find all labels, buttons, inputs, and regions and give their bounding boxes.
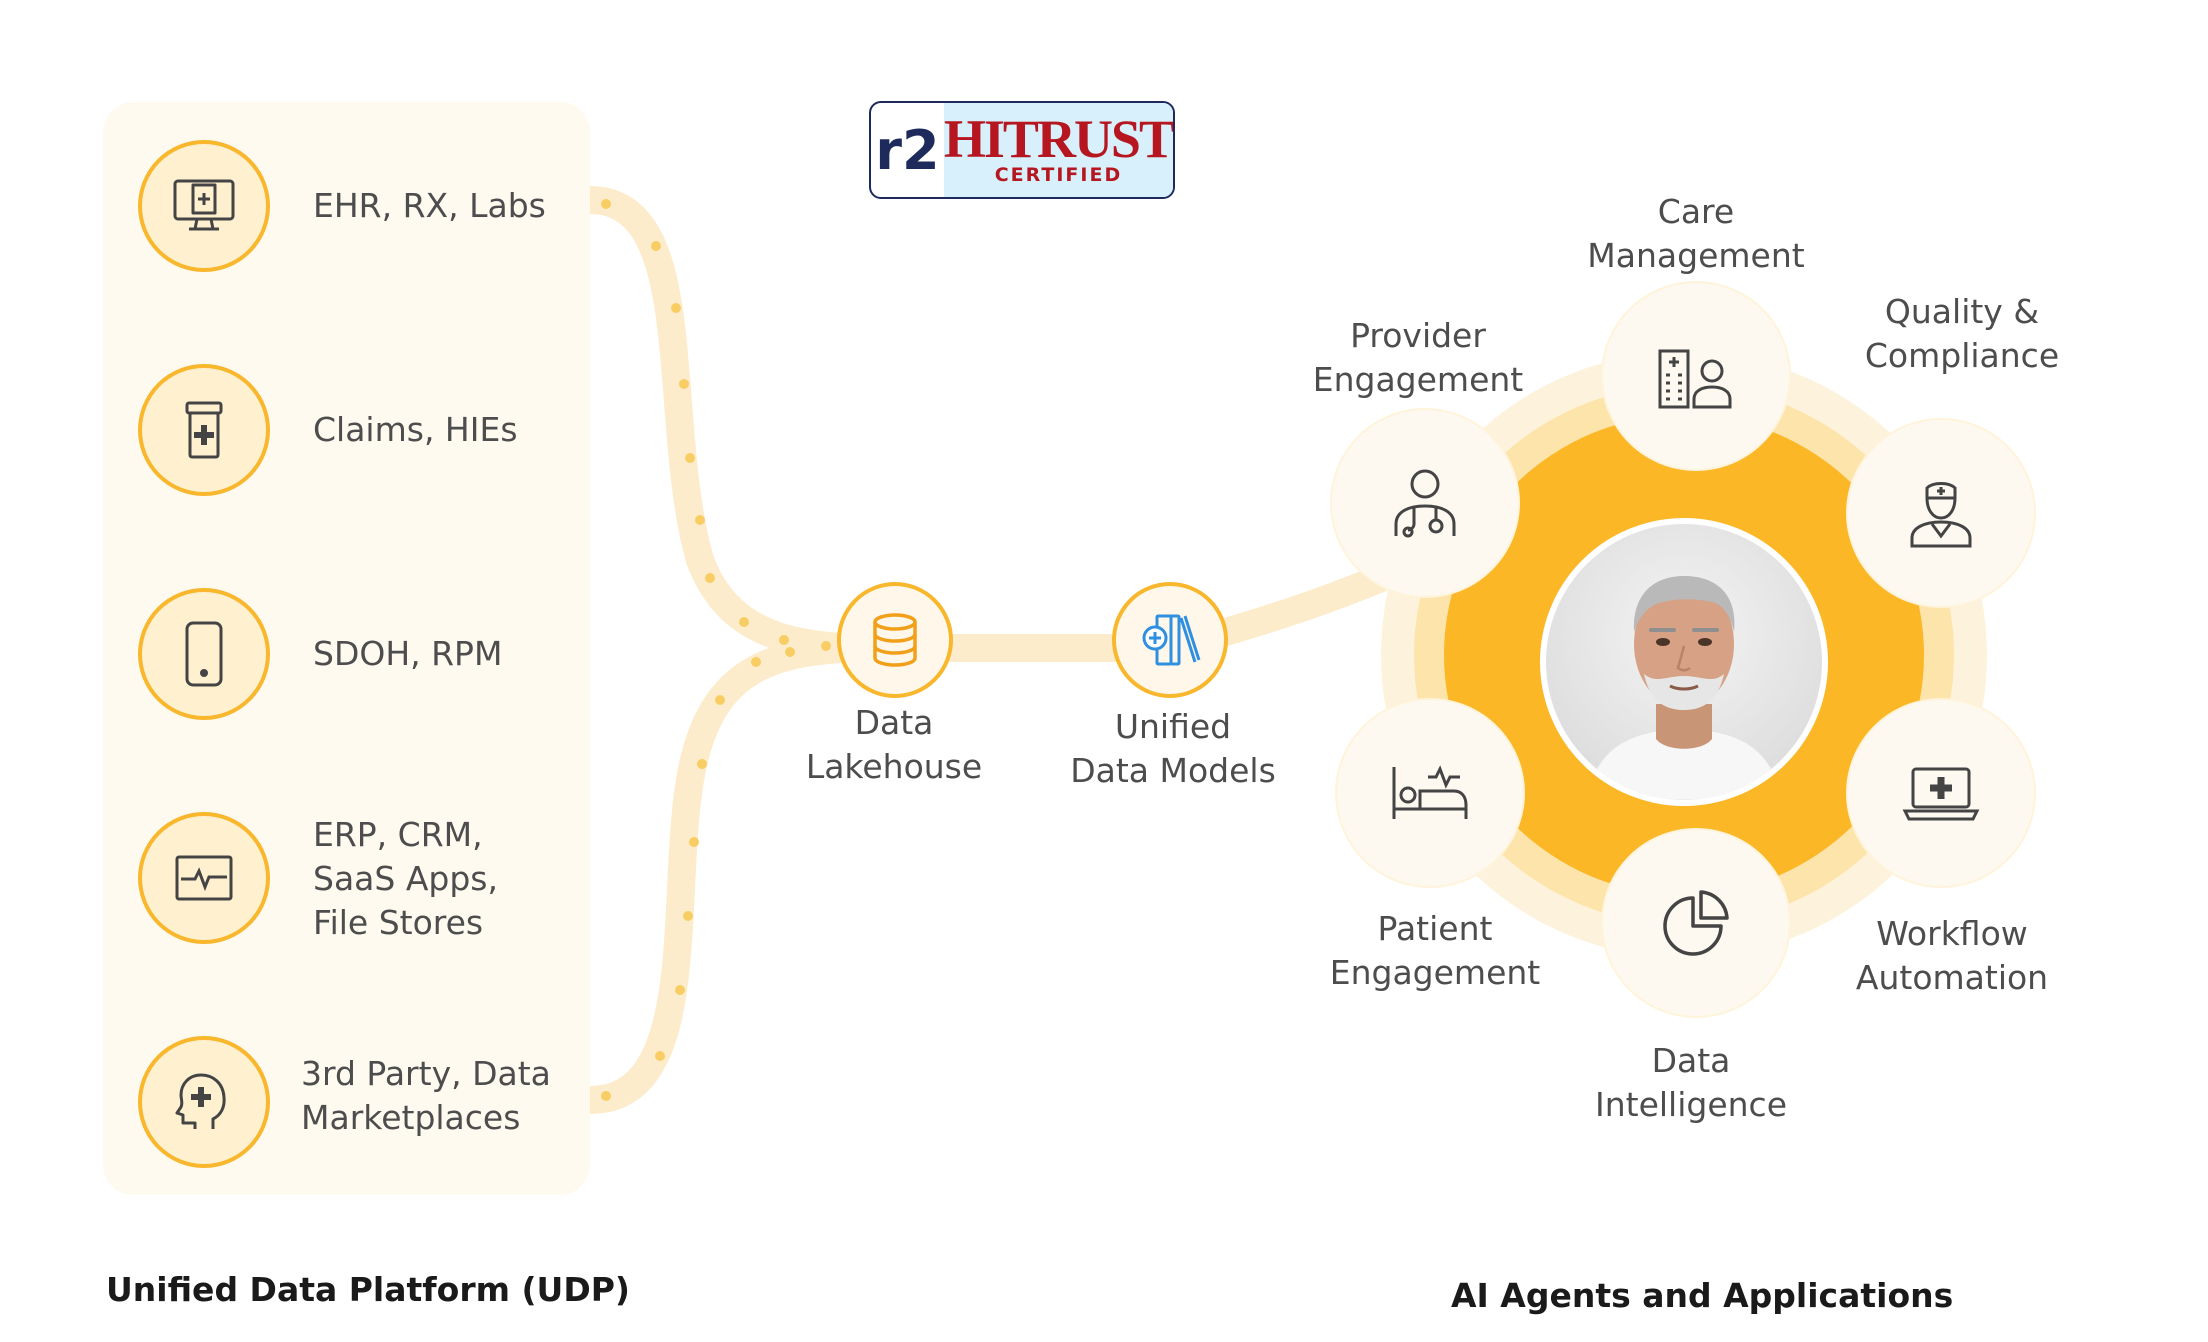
hitrust-badge: r2 HITRUST CERTIFIED	[869, 101, 1175, 199]
pipeline-circle-data-models[interactable]	[1112, 582, 1228, 698]
hospital-person-icon	[1658, 349, 1732, 409]
source-circle-erp[interactable]	[138, 812, 270, 944]
agent-circle-patient[interactable]	[1337, 700, 1523, 886]
badge-sub: CERTIFIED	[994, 164, 1123, 186]
agent-label-patient: Patient Engagement	[1329, 909, 1541, 992]
pipeline-label-lakehouse: Data Lakehouse	[805, 703, 983, 786]
source-circle-claims[interactable]	[138, 364, 270, 496]
monitor-medical-icon	[173, 179, 235, 231]
source-circle-ehr[interactable]	[138, 140, 270, 272]
head-plus-icon	[175, 1073, 226, 1129]
hospital-bed-icon	[1392, 765, 1468, 819]
connector-dots	[601, 199, 831, 1101]
source-circle-sdoh[interactable]	[138, 588, 270, 720]
agents-footer-label: AI Agents and Applications	[1451, 1276, 1954, 1315]
database-icon	[873, 613, 917, 667]
agent-label-care-management: Care Management	[1587, 192, 1805, 275]
agent-label-workflow: Workflow Automation	[1855, 914, 2049, 997]
laptop-medical-icon	[1902, 767, 1980, 821]
pipeline-circle-lakehouse[interactable]	[837, 582, 953, 698]
data-models-icon	[1142, 614, 1201, 666]
badge-name-box: HITRUST CERTIFIED	[943, 103, 1173, 197]
source-label-ehr: EHR, RX, Labs	[313, 186, 546, 225]
pill-bottle-icon	[185, 401, 223, 459]
pie-chart-icon	[1663, 890, 1729, 956]
agent-circle-quality[interactable]	[1848, 420, 2034, 606]
agent-label-data-intelligence: Data Intelligence	[1594, 1041, 1787, 1124]
patient-portrait	[1540, 518, 1828, 806]
connector-top	[576, 186, 899, 662]
pipeline-label-data-models: Unified Data Models	[1070, 707, 1276, 790]
agent-label-provider: Provider Engagement	[1312, 316, 1524, 399]
source-label-erp: ERP, CRM, SaaS Apps, File Stores	[313, 815, 498, 942]
source-label-third-party: 3rd Party, Data Marketplaces	[301, 1054, 551, 1137]
badge-prefix-box: r2	[871, 103, 944, 197]
agent-circle-workflow[interactable]	[1848, 700, 2034, 886]
source-circle-third-party[interactable]	[138, 1036, 270, 1168]
doctor-icon	[1394, 469, 1456, 538]
agent-circle-data-intelligence[interactable]	[1603, 830, 1789, 1016]
source-label-sdoh: SDOH, RPM	[313, 634, 503, 673]
udp-footer-label: Unified Data Platform (UDP)	[106, 1270, 631, 1309]
heartbeat-monitor-icon	[175, 855, 233, 901]
patient-portrait-illustration	[1546, 524, 1822, 800]
source-label-claims: Claims, HIEs	[313, 410, 518, 449]
badge-name: HITRUST	[943, 109, 1173, 169]
agent-label-quality: Quality & Compliance	[1864, 292, 2060, 375]
agent-circle-care-management[interactable]	[1603, 283, 1789, 469]
agent-circle-provider[interactable]	[1332, 410, 1518, 596]
badge-prefix: r2	[875, 118, 940, 182]
nurse-icon	[1910, 482, 1972, 548]
smartphone-icon	[185, 621, 223, 687]
